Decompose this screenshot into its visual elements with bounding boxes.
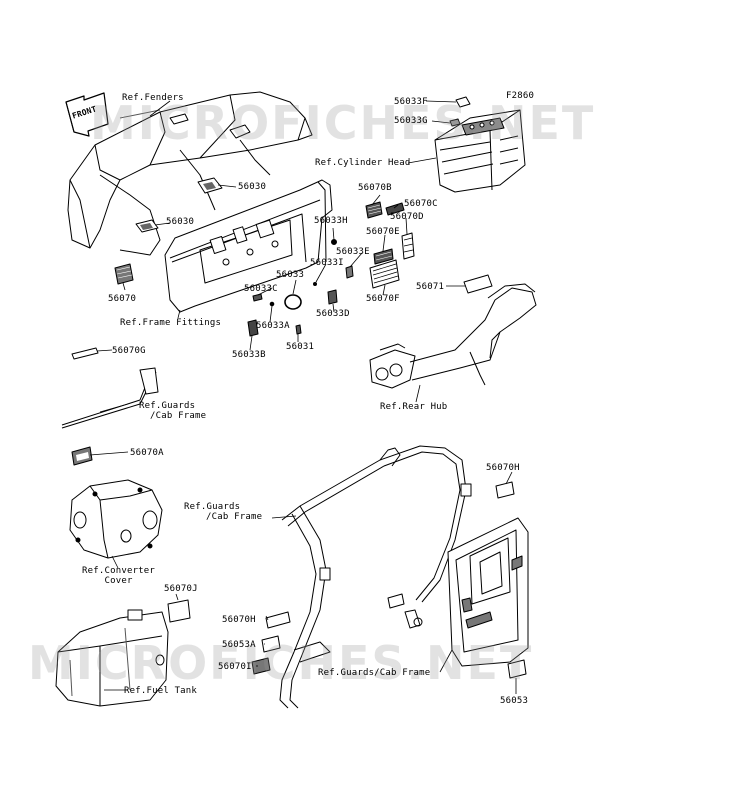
ref-guards-cab-line1: Ref.Guards	[139, 401, 196, 411]
label-56030-decal	[197, 177, 223, 194]
label-56031-decal	[295, 324, 302, 335]
part-56070G: 56070G	[112, 346, 146, 356]
part-56033E: 56033E	[336, 247, 370, 257]
part-56070: 56070	[108, 294, 137, 304]
part-56033C: 56033C	[244, 284, 278, 294]
ref-guards-cab-label-1: Ref.Guards /Cab Frame	[128, 401, 206, 421]
roll-cage-part	[279, 445, 472, 709]
part-56033I: 56033I	[310, 258, 344, 268]
part-56070F: 56070F	[366, 294, 400, 304]
part-56030-a: 56030	[238, 182, 267, 192]
part-56033F: 56033F	[394, 97, 428, 107]
part-56033D: 56033D	[316, 309, 350, 319]
part-56030-b: 56030	[166, 217, 195, 227]
ref-guards-cab-label-3: Ref.Guards/Cab Frame	[318, 668, 431, 678]
label-56033E-decal	[345, 265, 354, 279]
part-56070H-mid: 56070H	[222, 615, 256, 625]
figure-code: F2860	[506, 91, 535, 101]
part-56070C: 56070C	[404, 199, 438, 209]
label-56070C-decal	[385, 202, 405, 216]
label-56033-decal	[284, 294, 302, 310]
label-56070H-mid-decal	[265, 611, 291, 629]
label-56070J-decal	[167, 599, 191, 623]
cylinder-head-part	[434, 109, 526, 193]
label-56033G-decal	[449, 118, 461, 127]
label-56070I-decal	[251, 657, 271, 675]
label-56070H-top-decal	[495, 481, 515, 499]
rear-hub-part	[369, 283, 537, 389]
fuel-tank-part	[55, 609, 169, 707]
label-56070-decal	[114, 263, 134, 285]
ref-guards-cab-label-2: Ref.Guards /Cab Frame	[184, 502, 262, 522]
frame-fittings-part	[164, 179, 333, 313]
converter-cover-part	[69, 479, 163, 559]
label-56033D-decal	[327, 289, 338, 305]
part-56070H-top: 56070H	[486, 463, 520, 473]
part-56070A: 56070A	[130, 448, 164, 458]
label-56070D-decal	[401, 232, 415, 260]
part-56070I: 56070I	[218, 662, 252, 672]
fenders-part	[67, 91, 313, 256]
part-56033B: 56033B	[232, 350, 266, 360]
ref-fuel-tank-label: Ref.Fuel Tank	[124, 686, 198, 696]
ref-fenders-label: Ref.Fenders	[122, 93, 184, 103]
label-56071-decal	[463, 274, 493, 294]
ref-frame-fittings-label: Ref.Frame Fittings	[120, 318, 222, 328]
ref-guards-cab-line2: /Cab Frame	[150, 411, 207, 421]
watermark-bottom: MICROFICHES.NET	[28, 636, 534, 690]
part-56033A: 56033A	[256, 321, 290, 331]
label-56033A-decal	[269, 301, 275, 307]
label-56070F-decal	[369, 259, 400, 289]
ref-converter-label: Ref.Converter Cover	[82, 566, 155, 586]
part-56053A: 56053A	[222, 640, 256, 650]
label-56070G-decal	[71, 347, 99, 360]
ref-guards-cab-2-line2: /Cab Frame	[206, 512, 263, 522]
front-arrow-icon	[65, 92, 109, 137]
label-56033B-decal	[247, 319, 259, 337]
label-56070A-decal	[71, 446, 93, 466]
ref-converter-line2: Cover	[104, 576, 133, 586]
door-panel-part	[447, 517, 529, 667]
label-56070E-decal	[373, 248, 394, 265]
label-56053A-decal	[261, 635, 281, 653]
label-56053-decal	[507, 659, 527, 679]
label-56030-decal-b	[135, 219, 159, 233]
ref-cylinder-head-label: Ref.Cylinder Head	[315, 158, 411, 168]
watermark-top: MICROFICHES.NET	[90, 96, 596, 150]
leader-lines	[89, 100, 517, 694]
label-56070B-decal	[365, 201, 383, 219]
part-56033: 56033	[276, 270, 305, 280]
part-56070J: 56070J	[164, 584, 198, 594]
part-56070E: 56070E	[366, 227, 400, 237]
ref-converter-line1: Ref.Converter	[82, 566, 156, 576]
label-56033F-decal	[455, 96, 471, 108]
part-56071: 56071	[416, 282, 445, 292]
guards-bar-part	[61, 367, 159, 429]
part-56070B: 56070B	[358, 183, 392, 193]
part-56033H: 56033H	[314, 216, 348, 226]
label-56033H-decal	[331, 239, 337, 245]
label-56033I-decal	[313, 282, 317, 286]
part-56031: 56031	[286, 342, 315, 352]
ref-guards-cab-2-line1: Ref.Guards	[184, 502, 241, 512]
part-56070D: 56070D	[390, 212, 424, 222]
label-56033C-decal	[252, 293, 263, 302]
part-56053: 56053	[500, 696, 529, 706]
ref-rear-hub-label: Ref.Rear Hub	[380, 402, 448, 412]
part-56033G: 56033G	[394, 116, 428, 126]
